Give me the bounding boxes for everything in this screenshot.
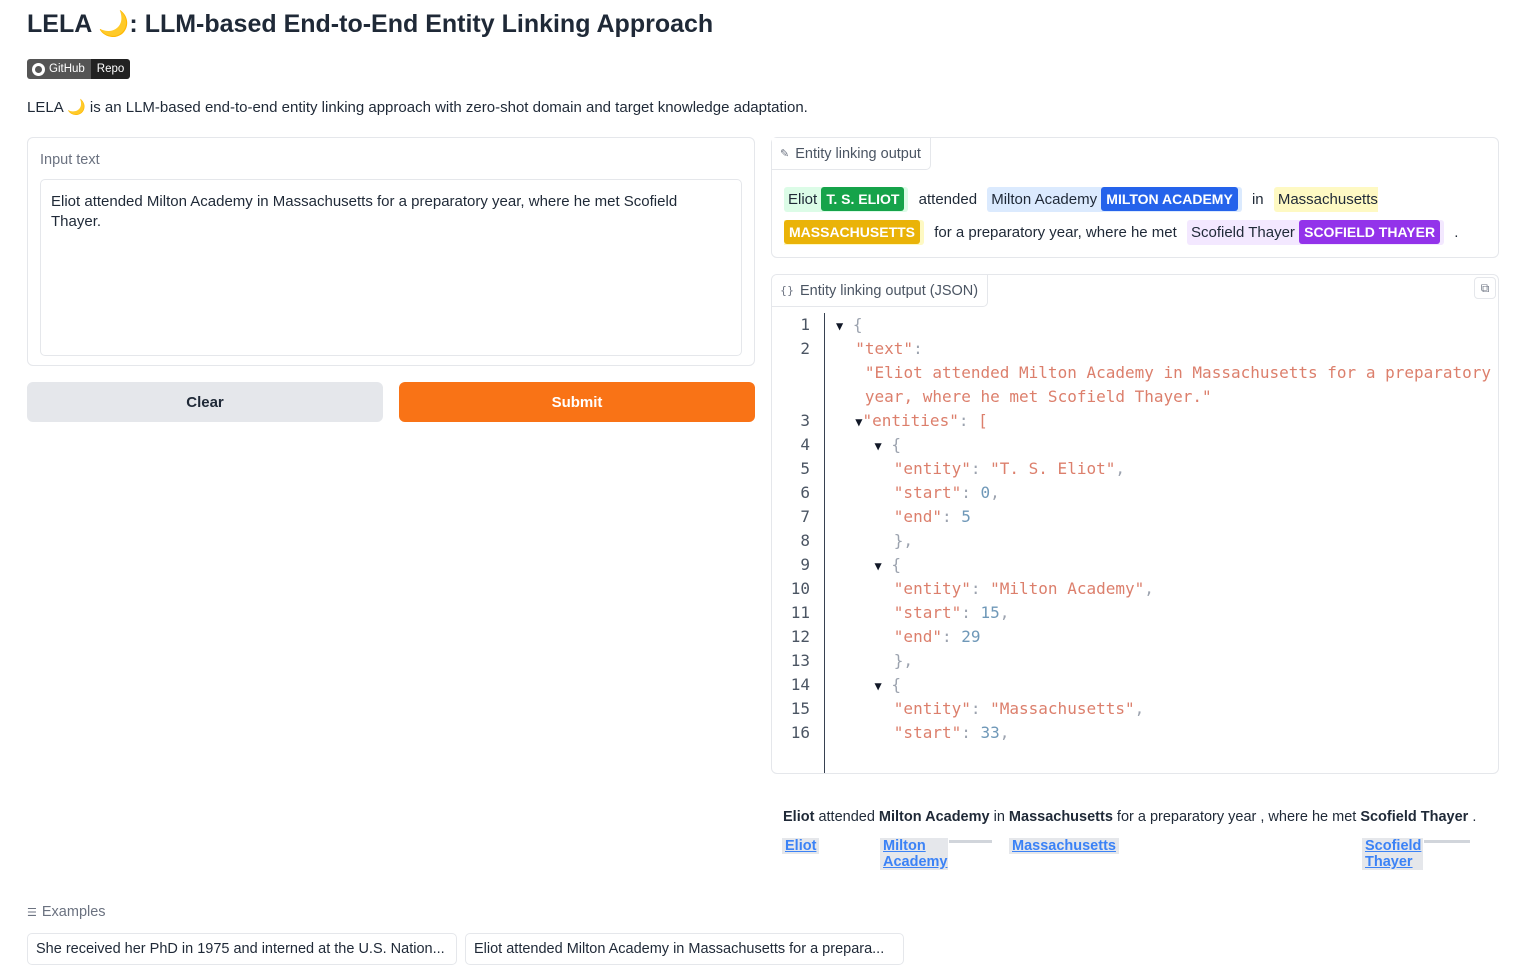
- badge-right-label: Repo: [90, 59, 131, 79]
- highlight-icon: ✎: [780, 147, 790, 160]
- entity-link[interactable]: Massachusetts: [1012, 838, 1116, 854]
- entity-link-chip: Eliot: [782, 838, 820, 854]
- collapse-toggle-icon[interactable]: ▼: [836, 319, 844, 333]
- link-connector: [949, 840, 992, 843]
- entity-span: Scofield Thayer SCOFIELD THAYER: [1186, 220, 1445, 245]
- entity-span: Milton Academy MILTON ACADEMY: [987, 187, 1242, 212]
- input-label: Input text: [40, 152, 100, 168]
- linked-sentence: Eliot attended Milton Academy in Massach…: [783, 809, 1477, 825]
- highlight-output-label: ✎ Entity linking output: [772, 138, 931, 170]
- collapse-toggle-icon[interactable]: ▼: [874, 559, 882, 573]
- collapse-toggle-icon[interactable]: ▼: [874, 679, 882, 693]
- entity-tag: SCOFIELD THAYER: [1299, 220, 1441, 244]
- link-connector: [1424, 840, 1470, 843]
- entity-span: Eliot T. S. ELIOT: [784, 187, 909, 212]
- input-panel: Input text Eliot attended Milton Academy…: [27, 137, 755, 366]
- braces-icon: {}: [780, 284, 794, 297]
- example-item[interactable]: Eliot attended Milton Academy in Massach…: [465, 933, 904, 965]
- entity-tag: MASSACHUSETTS: [784, 220, 921, 244]
- entity-tag: T. S. ELIOT: [821, 187, 905, 211]
- github-icon: [32, 62, 45, 76]
- entity-link[interactable]: Milton: [883, 838, 926, 854]
- examples-label: ☰ Examples: [27, 904, 106, 920]
- input-textarea[interactable]: Eliot attended Milton Academy in Massach…: [40, 179, 742, 356]
- badge-left-label: GitHub: [49, 63, 85, 75]
- list-icon: ☰: [27, 905, 37, 919]
- plain-text: attended: [918, 191, 978, 208]
- page-title: LELA 🌙: LLM-based End-to-End Entity Link…: [27, 10, 714, 38]
- plain-text: for a preparatory year, where he met: [934, 224, 1177, 241]
- entity-link[interactable]: Scofield: [1365, 838, 1422, 854]
- description: LELA 🌙 is an LLM-based end-to-end entity…: [27, 99, 808, 116]
- copy-icon[interactable]: ⧉: [1474, 277, 1496, 299]
- json-code: ▼ { "text": "Eliot attended Milton Acade…: [836, 315, 1492, 742]
- github-repo-badge[interactable]: GitHub Repo: [27, 59, 131, 79]
- entity-link[interactable]: Eliot: [785, 838, 817, 854]
- entity-tag: MILTON ACADEMY: [1101, 187, 1238, 211]
- line-numbers: 1 2 3 4 5 6 7 8 9 10 11 12 13 14 15 16: [790, 315, 810, 742]
- entity-link[interactable]: Thayer: [1365, 854, 1413, 870]
- entity-link-chip: Massachusetts: [1009, 838, 1119, 854]
- plain-text: in: [1251, 191, 1264, 208]
- clear-button[interactable]: Clear: [27, 382, 383, 422]
- highlighted-text: Eliot T. S. ELIOT attended Milton Academ…: [784, 183, 1484, 249]
- collapse-toggle-icon[interactable]: ▼: [855, 415, 863, 429]
- gutter-divider: [824, 313, 825, 773]
- plain-text: .: [1454, 224, 1459, 241]
- entity-link[interactable]: Academy: [883, 854, 948, 870]
- collapse-toggle-icon[interactable]: ▼: [874, 439, 882, 453]
- json-output-label: {} Entity linking output (JSON): [772, 275, 989, 307]
- example-item[interactable]: She received her PhD in 1975 and interne…: [27, 933, 457, 965]
- highlight-output-panel: ✎ Entity linking output Eliot T. S. ELIO…: [771, 137, 1499, 258]
- json-output-panel: {} Entity linking output (JSON) ⧉ 1 2 3 …: [771, 274, 1499, 774]
- submit-button[interactable]: Submit: [399, 382, 755, 422]
